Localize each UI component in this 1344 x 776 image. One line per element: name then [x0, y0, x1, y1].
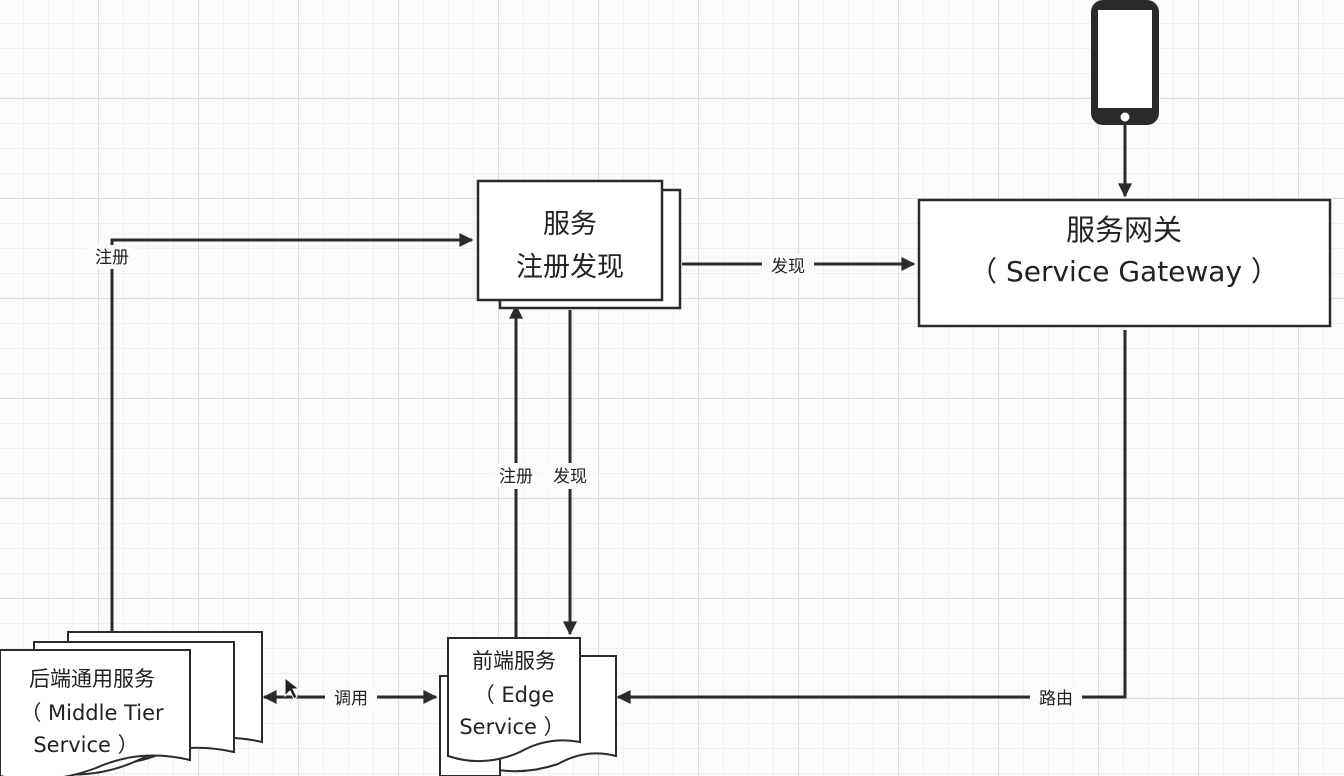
- label-edge-register: 注册: [499, 467, 533, 487]
- gateway-title-line1: 服务网关: [1066, 213, 1182, 247]
- label-invoke: 调用: [334, 689, 368, 709]
- middle-tier-line1: 后端通用服务: [29, 667, 155, 691]
- gateway-node[interactable]: 服务网关 （ Service Gateway ）: [917, 198, 1332, 328]
- label-middle-register: 注册: [95, 248, 129, 268]
- mouse-pointer-icon: [284, 676, 301, 700]
- middle-tier-line2: （ Middle Tier: [20, 701, 164, 725]
- middle-tier-line3: Service ）: [33, 733, 138, 757]
- registry-title-line1: 服务: [543, 209, 597, 240]
- label-edge-discover: 发现: [553, 467, 587, 487]
- smartphone-icon: [1091, 0, 1159, 125]
- edge-service-node[interactable]: 前端服务 （ Edge Service ）: [439, 637, 617, 776]
- middle-tier-node[interactable]: 后端通用服务 （ Middle Tier Service ）: [0, 631, 263, 776]
- edge-middle-to-registry: [110, 233, 474, 632]
- edge-gateway-to-edge: [616, 330, 1127, 704]
- edge-line1: 前端服务: [472, 649, 556, 673]
- gateway-title-line2: （ Service Gateway ）: [969, 255, 1279, 288]
- label-registry-discover: 发现: [771, 257, 805, 277]
- edge-line3: Service ）: [459, 715, 564, 739]
- registry-title-line2: 注册发现: [516, 252, 624, 283]
- registry-node[interactable]: 服务 注册发现: [476, 179, 682, 310]
- label-route: 路由: [1039, 689, 1073, 709]
- edge-line2: （ Edge: [474, 683, 555, 707]
